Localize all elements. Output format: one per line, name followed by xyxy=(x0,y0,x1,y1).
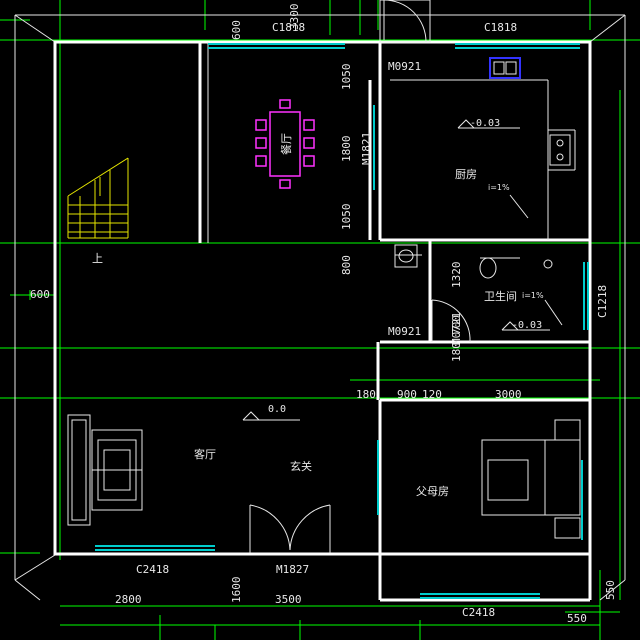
dim-v-1050b: 1050 xyxy=(340,204,353,231)
dining-table xyxy=(255,99,315,189)
windows xyxy=(95,43,589,599)
dim-top-3300: 3300 xyxy=(288,4,301,31)
dim-bottom-1600: 1600 xyxy=(230,577,243,604)
door-label-entrance: M1827 xyxy=(276,563,309,576)
window-label-bottom-left: C2418 xyxy=(136,563,169,576)
doors xyxy=(249,0,471,553)
kitchen-stove xyxy=(549,134,571,166)
room-label-parents-bedroom: 父母房 xyxy=(416,485,449,498)
dim-left-600: 600 xyxy=(30,288,50,301)
level-marks xyxy=(242,119,563,421)
dim-bottom-550: 550 xyxy=(567,612,587,625)
window-label-bottom-right: C2418 xyxy=(462,606,495,619)
window-label-top-left: C1818 xyxy=(272,21,305,34)
dim-v-1800: 1800 xyxy=(340,136,353,163)
walls xyxy=(53,40,592,602)
slope-kitchen: i=1% xyxy=(488,183,510,192)
level-kitchen: -0.03 xyxy=(470,118,500,129)
outer-frame xyxy=(14,14,626,601)
kitchen-sink xyxy=(489,57,521,79)
stair-up-label: 上 xyxy=(92,252,103,265)
level-living: 0.0 xyxy=(268,404,286,415)
window-label-right: C1218 xyxy=(596,285,609,318)
door-label-bathroom-inner: M0721 xyxy=(450,312,463,345)
dim-v-1050a: 1050 xyxy=(340,64,353,91)
sofa-set xyxy=(67,414,143,526)
dim-h-3000: 3000 xyxy=(495,388,522,401)
inner-details xyxy=(207,0,576,259)
door-label-kitchen: M0921 xyxy=(388,60,421,73)
bed xyxy=(481,419,581,539)
dim-h-120: 120 xyxy=(422,388,442,401)
dim-v-800: 800 xyxy=(340,255,353,275)
dim-bottom-3500: 3500 xyxy=(275,593,302,606)
window-label-top-right: C1818 xyxy=(484,21,517,34)
dim-h-900: 900 xyxy=(397,388,417,401)
room-label-living: 客厅 xyxy=(194,447,216,461)
room-label-kitchen: 厨房 xyxy=(455,168,477,181)
dim-h-180: 180 xyxy=(356,388,376,401)
dim-bottom-2800: 2800 xyxy=(115,593,142,606)
room-label-dining: 餐厅 xyxy=(279,133,293,155)
stair xyxy=(67,157,129,239)
dim-v-700: 700 xyxy=(450,315,463,335)
room-label-bathroom: 卫生间 xyxy=(484,289,517,303)
room-label-foyer: 玄关 xyxy=(290,459,312,473)
dim-top-600: 600 xyxy=(230,20,243,40)
slope-bathroom: i=1% xyxy=(522,291,544,300)
door-label-bathroom: M0921 xyxy=(388,325,421,338)
level-bathroom: -0.03 xyxy=(512,320,542,331)
dim-v-1320: 1320 xyxy=(450,262,463,289)
dim-v-180a: 180 xyxy=(450,342,463,362)
door-label-kitchen-side: M1821 xyxy=(360,132,373,165)
bathroom-fixtures xyxy=(394,244,553,279)
dim-right-550: 550 xyxy=(604,580,617,600)
